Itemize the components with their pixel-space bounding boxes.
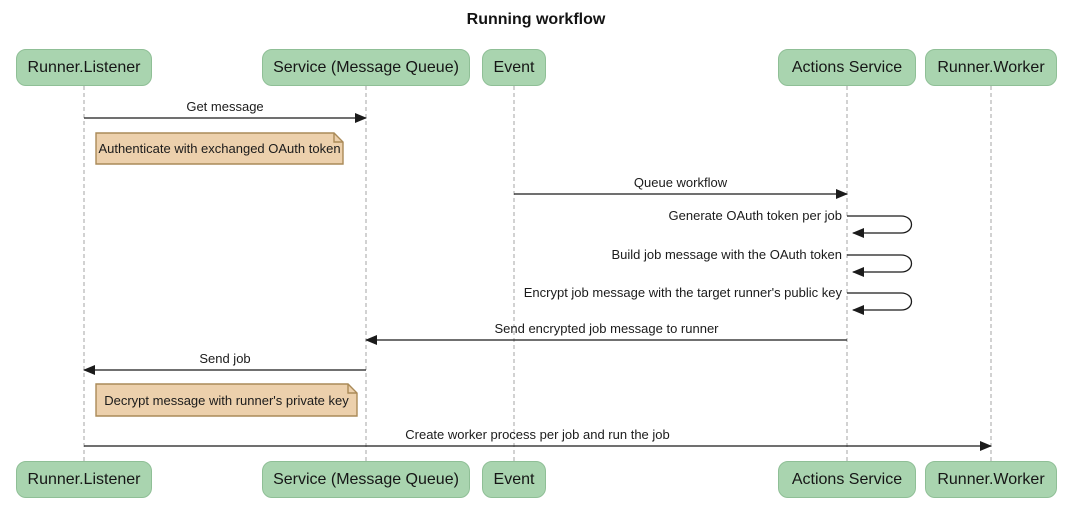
participant-box-bottom-service-mq: Service (Message Queue) <box>262 461 470 498</box>
diagram-title: Running workflow <box>466 11 606 28</box>
message-label-2: Queue workflow <box>633 175 728 190</box>
self-loop-arrow-5 <box>847 292 913 315</box>
note-shape-1 <box>95 132 344 165</box>
participant-box-bottom-event: Event <box>482 461 546 498</box>
participant-box-top-event: Event <box>482 49 546 86</box>
message-label-0: Get message <box>186 99 264 114</box>
note-label-8: Decrypt message with runner's private ke… <box>104 392 349 408</box>
participant-box-bottom-actions-service: Actions Service <box>778 461 916 498</box>
note-shape-8 <box>95 383 358 417</box>
self-message-label-5: Encrypt job message with the target runn… <box>523 285 842 300</box>
self-message-label-4: Build job message with the OAuth token <box>611 247 842 262</box>
note-label-1: Authenticate with exchanged OAuth token <box>98 141 341 156</box>
self-loop-arrow-3 <box>847 215 913 238</box>
note-fold-1 <box>333 133 343 143</box>
participant-box-bottom-runner-worker: Runner.Worker <box>925 461 1057 498</box>
participant-box-top-runner-worker: Runner.Worker <box>925 49 1057 86</box>
participant-box-top-service-mq: Service (Message Queue) <box>262 49 470 86</box>
message-label-6: Send encrypted job message to runner <box>494 321 719 336</box>
self-message-label-3: Generate OAuth token per job <box>668 208 842 223</box>
message-label-9: Create worker process per job and run th… <box>405 427 670 442</box>
message-label-7: Send job <box>199 351 251 366</box>
participant-box-top-actions-service: Actions Service <box>778 49 916 86</box>
note-fold-8 <box>347 384 357 394</box>
participant-box-bottom-runner-listener: Runner.Listener <box>16 461 152 498</box>
self-loop-arrow-4 <box>847 254 913 277</box>
participant-box-top-runner-listener: Runner.Listener <box>16 49 152 86</box>
